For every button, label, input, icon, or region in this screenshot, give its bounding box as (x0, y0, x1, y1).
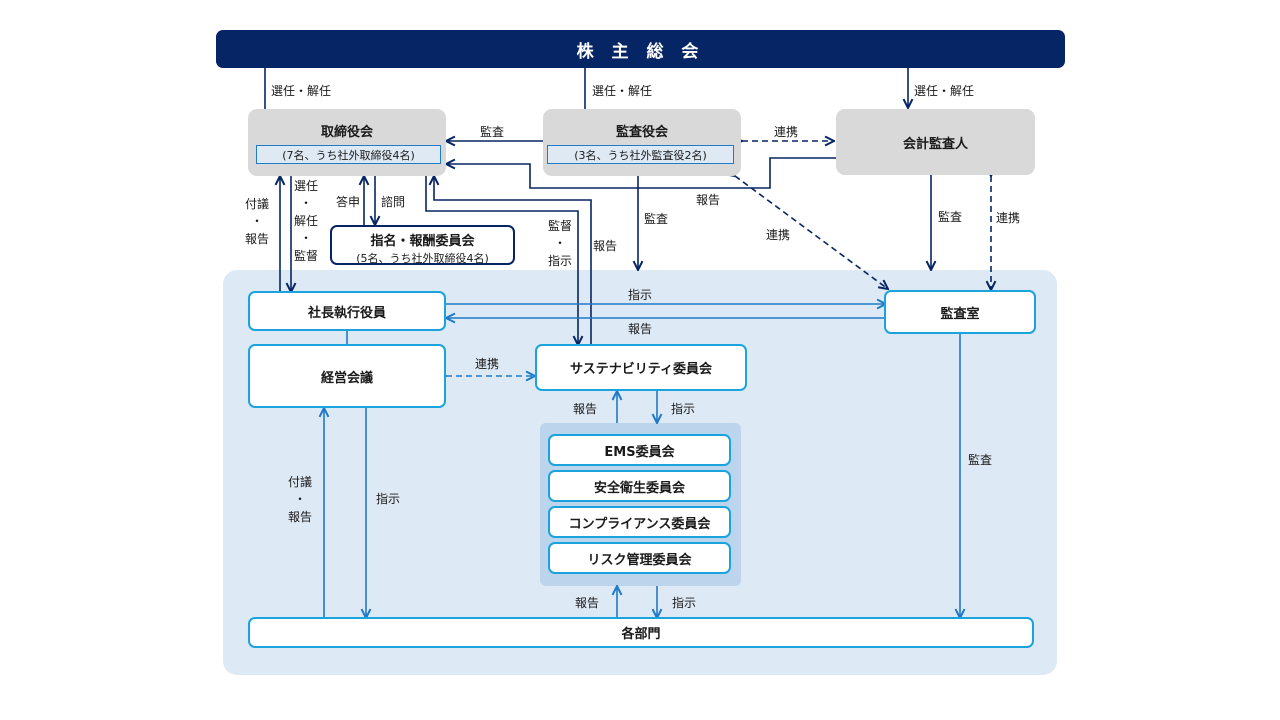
label-instruct-departments: 指示 (376, 492, 401, 506)
label-coop-auditor: 連携 (774, 125, 799, 139)
label-instruct-committees: 指示 (671, 402, 696, 416)
ems-committee: EMS委員会 (548, 434, 731, 466)
label-shimon: 諮問 (381, 195, 406, 209)
board-sub: (7名、うち社外取締役4名) (256, 145, 441, 164)
nomination-sub: (5名、うち社外取締役4名) (356, 252, 489, 265)
label-fugi-report-bottom: 付議・報告 (288, 475, 313, 524)
label-elect-board: 選任・解任 (271, 84, 332, 98)
board-title: 取締役会 (320, 125, 373, 140)
departments: 各部門 (248, 617, 1034, 648)
label-coop-sustainability: 連携 (475, 357, 500, 371)
label-toushin: 答申 (336, 195, 361, 209)
president-executive-officer: 社長執行役員 (248, 291, 446, 331)
nomination-compensation-committee: 指名・報酬委員会 (5名、うち社外取締役4名) (330, 225, 515, 265)
management-meeting: 経営会議 (248, 344, 446, 408)
accounting-auditor-title: 会計監査人 (902, 136, 968, 152)
label-elect-auditor: 選任・解任 (914, 84, 975, 98)
risk-management-committee: リスク管理委員会 (548, 542, 731, 574)
audit-board-sub: (3名、うち社外監査役2名) (547, 145, 734, 164)
label-audit-president: 監査 (644, 212, 669, 226)
accounting-auditor: 会計監査人 (836, 109, 1035, 175)
label-report-audit-office: 報告 (628, 322, 653, 336)
label-elect-audit-board: 選任・解任 (592, 84, 653, 98)
label-audit-board: 監査 (480, 125, 505, 139)
label-elect-supervise: 選任・解任・監督 (294, 179, 319, 263)
label-audit-departments: 監査 (968, 453, 993, 467)
sustainability-committee: サステナビリティ委員会 (535, 344, 747, 391)
board-of-directors: 取締役会 (7名、うち社外取締役4名) (248, 109, 446, 176)
audit-board: 監査役会 (3名、うち社外監査役2名) (543, 109, 741, 176)
label-report-sustainability: 報告 (593, 239, 618, 253)
label-instruct-bottom: 指示 (672, 596, 697, 610)
label-report-committees: 報告 (573, 402, 598, 416)
nomination-title: 指名・報酬委員会 (370, 234, 475, 249)
label-fugi-report-top: 付議・報告 (245, 197, 270, 246)
audit-office: 監査室 (884, 290, 1036, 334)
label-coop-auditor-office: 連携 (996, 211, 1021, 225)
label-report-departments: 報告 (575, 596, 600, 610)
label-coop-audit-office: 連携 (766, 228, 791, 242)
label-supervise-instruct: 監督・指示 (548, 219, 573, 268)
compliance-committee: コンプライアンス委員会 (548, 506, 731, 538)
label-instruct-audit-office: 指示 (628, 288, 653, 302)
general-shareholders-meeting: 株 主 総 会 (216, 30, 1065, 68)
label-audit-by-auditor: 監査 (938, 210, 963, 224)
label-report-auditor: 報告 (696, 193, 721, 207)
safety-health-committee: 安全衛生委員会 (548, 470, 731, 502)
audit-board-title: 監査役会 (615, 125, 668, 140)
